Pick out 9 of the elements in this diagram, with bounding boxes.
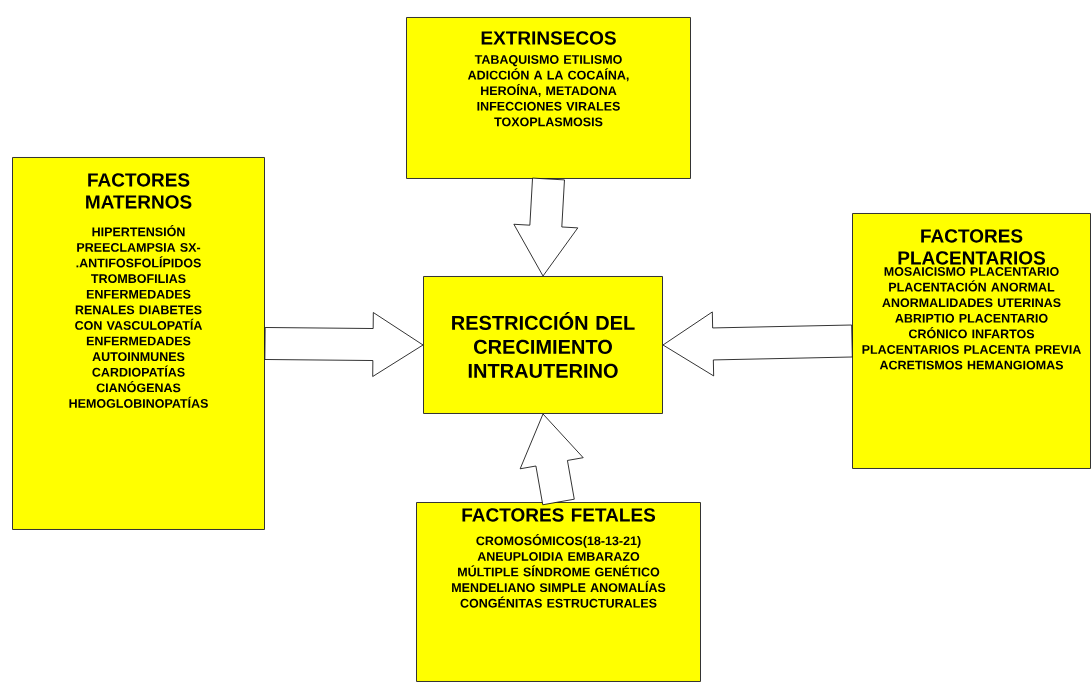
block-arrow (513, 177, 579, 277)
factor-box: FACTORES FETALES CROMOSÓMICOS(18-13-21) ANEUPLOIDIA EMBARAZO MÚLTIPLE SÍNDROME GENÉTICO MENDELIANO SIMPLE ANOMALÍAS CONGÉNITAS ESTRUCTURALES (416, 502, 701, 682)
block-arrow (662, 311, 853, 377)
block-arrow (264, 312, 424, 377)
factor-box: EXTRINSECOS TABAQUISMO ETILISMO ADICCIÓN A LA COCAÍNA, HEROÍNA, METADONA INFECCIONES VIRALES TOXOPLASMOSIS (406, 17, 691, 179)
factor-box: RESTRICCIÓN DEL CRECIMIENTO INTRAUTERINO (423, 276, 663, 414)
block-arrow (519, 413, 584, 506)
factor-box: FACTORES PLACENTARIOS MOSAICISMO PLACENTARIO PLACENTACIÓN ANORMAL ANORMALIDADES UTERINAS ABRIPTIO PLACENTARIO CRÓNICO INFARTOS PLACENTARIOS PLACENTA PREVIA ACRETISMOS HEMANGIOMAS (852, 213, 1091, 469)
factor-box: FACTORES MATERNOS HIPERTENSIÓN PREECLAMPSIA SX-.ANTIFOSFOLÍPIDOS TROMBOFILIAS ENFERMEDADES RENALES DIABETES CON VASCULOPATÍA ENFERMEDADES AUTOINMUNES CARDIOPATÍAS CIANÓGENAS HEMOGLOBINOPATÍAS (12, 157, 265, 530)
